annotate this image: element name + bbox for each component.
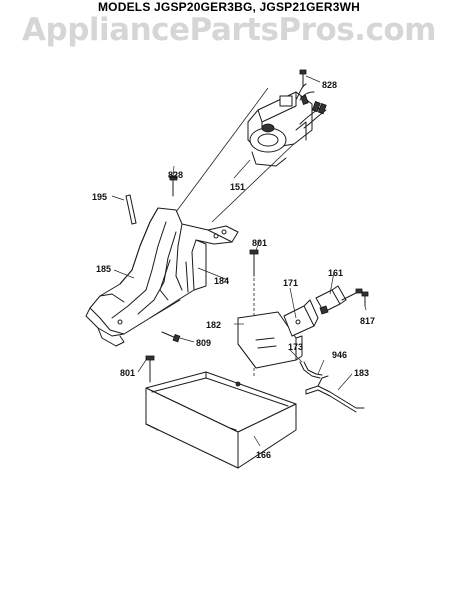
part-labels: 828 151 828 195 801 185 184 171 161 817 … (92, 80, 375, 460)
part-label-184: 184 (214, 276, 229, 286)
part-label-185: 185 (96, 264, 111, 274)
screw-828-mid (169, 175, 178, 197)
part-label-182: 182 (206, 320, 221, 330)
drip-tray-166 (145, 371, 297, 469)
part-label-801-upper: 801 (252, 238, 267, 248)
screw-809 (161, 331, 181, 343)
part-label-828-mid: 828 (168, 170, 183, 180)
clip-173 (299, 361, 323, 379)
watermark: AppliancePartsPros.com (22, 12, 436, 48)
part-label-171: 171 (283, 278, 298, 288)
part-label-151: 151 (230, 182, 245, 192)
part-label-183: 183 (354, 368, 369, 378)
diagram-title: MODELS JGSP20GER3BG, JGSP21GER3WH (97, 0, 360, 14)
screw-817 (361, 291, 369, 307)
part-label-195: 195 (92, 192, 107, 202)
part-label-817: 817 (360, 316, 375, 326)
part-label-801-lower: 801 (120, 368, 135, 378)
rod-195 (125, 194, 137, 225)
part-label-166: 166 (256, 450, 271, 460)
part-label-809: 809 (196, 338, 211, 348)
switch-161 (315, 285, 363, 315)
part-label-173: 173 (288, 342, 303, 352)
leader-lines (111, 75, 367, 447)
part-label-828-top: 828 (322, 80, 337, 90)
screw-801-lower (145, 355, 155, 383)
mounting-bracket (85, 207, 239, 347)
bracket-171 (283, 299, 319, 337)
part-label-161: 161 (328, 268, 343, 278)
motor-assembly (175, 69, 327, 223)
rod-183 (305, 375, 365, 413)
mounting-plate-182 (237, 311, 303, 369)
part-label-946: 946 (332, 350, 347, 360)
